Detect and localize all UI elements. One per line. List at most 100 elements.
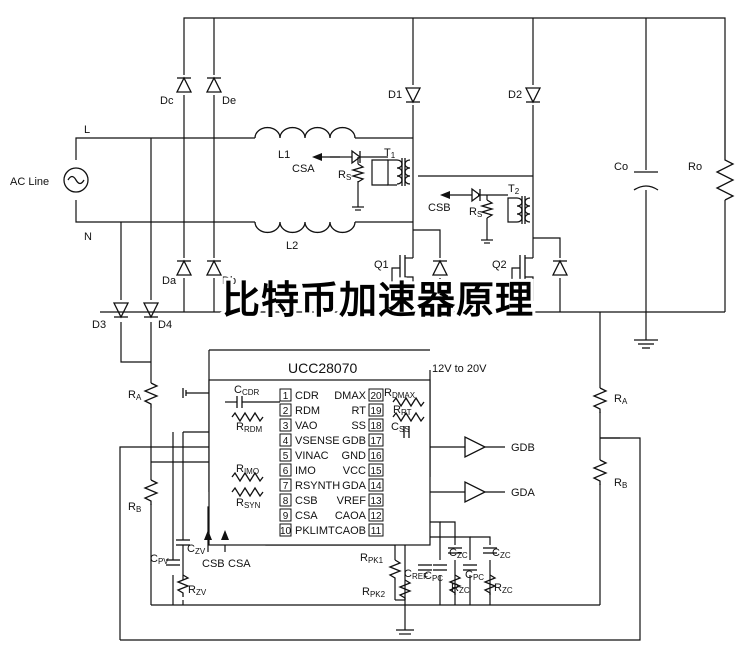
czc1-label: CZC — [449, 547, 468, 560]
csb-top-label: CSB — [428, 202, 451, 214]
ic-pin-3-name: VAO — [295, 420, 318, 432]
ic-pin-14-name: GDA — [342, 480, 367, 492]
capacitor-czc1-icon — [448, 547, 462, 554]
rdmax-label: RDMAX — [384, 387, 416, 400]
ic-pin-6-name: IMO — [295, 465, 316, 477]
ground-output-icon — [634, 339, 658, 349]
ic-pin-18-number: 18 — [370, 421, 382, 432]
schematic-labels: AC Line L N Dc De Da Db D1 D2 D3 D4 L1 L… — [10, 89, 702, 599]
rzc1-label: RZC — [451, 582, 470, 595]
diode-de-icon — [205, 76, 223, 93]
resistor-rb-left-icon — [143, 479, 159, 505]
ic-title: UCC28070 — [288, 360, 357, 376]
ic-ucc28070 — [208, 379, 431, 546]
ic-pin-6-number: 6 — [283, 466, 289, 477]
capacitor-cref-icon — [418, 564, 432, 571]
rb-left-label: RB — [128, 501, 141, 514]
resistor-rpk2-icon — [398, 579, 412, 600]
d4-label: D4 — [158, 319, 172, 331]
resistor-ra-left-icon — [143, 382, 159, 408]
cpc2-label: CPC — [465, 569, 484, 582]
ic-pin-7-box — [279, 478, 292, 492]
capacitor-czv-icon — [176, 539, 190, 560]
d1-label: D1 — [388, 89, 402, 101]
n-label: N — [84, 231, 92, 243]
ic-pin-1-box — [279, 388, 292, 402]
rs2-label: RS — [469, 206, 482, 219]
ic-pin-4-number: 4 — [283, 436, 289, 447]
resistor-rb-right-icon — [592, 459, 608, 485]
ic-pin-17-name: GDB — [342, 435, 366, 447]
gda-out-label: GDA — [511, 487, 536, 499]
rimo-label: RIMO — [236, 463, 259, 476]
d3-label: D3 — [92, 319, 106, 331]
ac-line-label: AC Line — [10, 176, 49, 188]
rb-right-label: RB — [614, 477, 627, 490]
inductor-l2-icon — [254, 221, 356, 234]
rzc2-label: RZC — [494, 582, 513, 595]
diode-q1-body-icon — [431, 259, 449, 276]
ic-pin-8-name: CSB — [295, 495, 318, 507]
resistor-rrt-icon — [392, 411, 425, 423]
l2-label: L2 — [286, 240, 298, 252]
diode-d4-icon — [142, 302, 160, 319]
ic-pin-8-box — [279, 493, 292, 507]
diode-da-icon — [175, 259, 193, 276]
ic-pin-10-box — [279, 523, 292, 537]
resistor-rzc2-icon — [483, 574, 497, 595]
supply-label: 12V to 20V — [432, 363, 487, 375]
ic-pin-11-number: 11 — [371, 526, 382, 537]
t2-label: T2 — [508, 183, 520, 196]
ic-pin-14-box — [368, 478, 384, 492]
ic-pin-13-name: VREF — [337, 495, 367, 507]
ic-pin-1-name: CDR — [295, 390, 319, 402]
ic-pin-16-name: GND — [342, 450, 367, 462]
capacitor-czc2-icon — [483, 547, 497, 554]
capacitor-css-icon — [403, 426, 410, 438]
diode-d1-icon — [404, 87, 422, 104]
cpv-label: CPV — [150, 553, 169, 566]
rzv-label: RZV — [188, 584, 207, 597]
ic-pin-7-name: RSYNTH — [295, 480, 340, 492]
ic-pin-12-number: 12 — [370, 511, 382, 522]
csa-top-label: CSA — [292, 163, 315, 175]
rrt-label: RRT — [393, 404, 412, 417]
rsyn-label: RSYN — [236, 497, 261, 510]
cpc1-label: CPC — [424, 570, 443, 583]
capacitor-cpc2-icon — [463, 564, 477, 571]
ic-pin-2-number: 2 — [283, 406, 289, 417]
ic-pin-12-box — [368, 508, 384, 522]
ic-pin-11-box — [368, 523, 384, 537]
resistor-rpk1-icon — [388, 559, 402, 580]
diode-dc-icon — [175, 76, 193, 93]
resistor-rdmax-icon — [392, 396, 425, 408]
t1-label: T1 — [384, 147, 396, 160]
ic-pin-4-box — [279, 433, 292, 447]
czv-label: CZV — [187, 543, 206, 556]
ic-pin-12-name: CAOA — [335, 510, 367, 522]
arrow-csb-icon — [204, 530, 212, 540]
d2-label: D2 — [508, 89, 522, 101]
q1-label: Q1 — [374, 259, 389, 271]
ic-pin-16-box — [368, 448, 384, 462]
ic-pin-11-name: CAOB — [335, 525, 366, 537]
ic-pin-3-number: 3 — [283, 421, 289, 432]
ic-pin-20-box — [368, 388, 384, 402]
capacitor-cpc1-icon — [433, 564, 447, 571]
transformer-t2-icon — [440, 187, 531, 244]
q2-label: Q2 — [492, 259, 507, 271]
resistor-ra-right-icon — [592, 387, 608, 413]
ic-pin-4-name: VSENSE — [295, 435, 340, 447]
ic-pin-13-box — [368, 493, 384, 507]
gate-driver-a-icon — [464, 480, 487, 504]
ic-pin-19-box — [368, 403, 384, 417]
resistor-rimo-icon — [231, 471, 264, 483]
ic-pin-2-name: RDM — [295, 405, 320, 417]
ic-pin-9-number: 9 — [283, 511, 289, 522]
diode-d3-icon — [112, 302, 130, 319]
resistor-ro-icon — [715, 110, 735, 201]
l-label: L — [84, 124, 90, 136]
cref-label: CREF — [404, 568, 428, 581]
ic-pin-18-box — [368, 418, 384, 432]
